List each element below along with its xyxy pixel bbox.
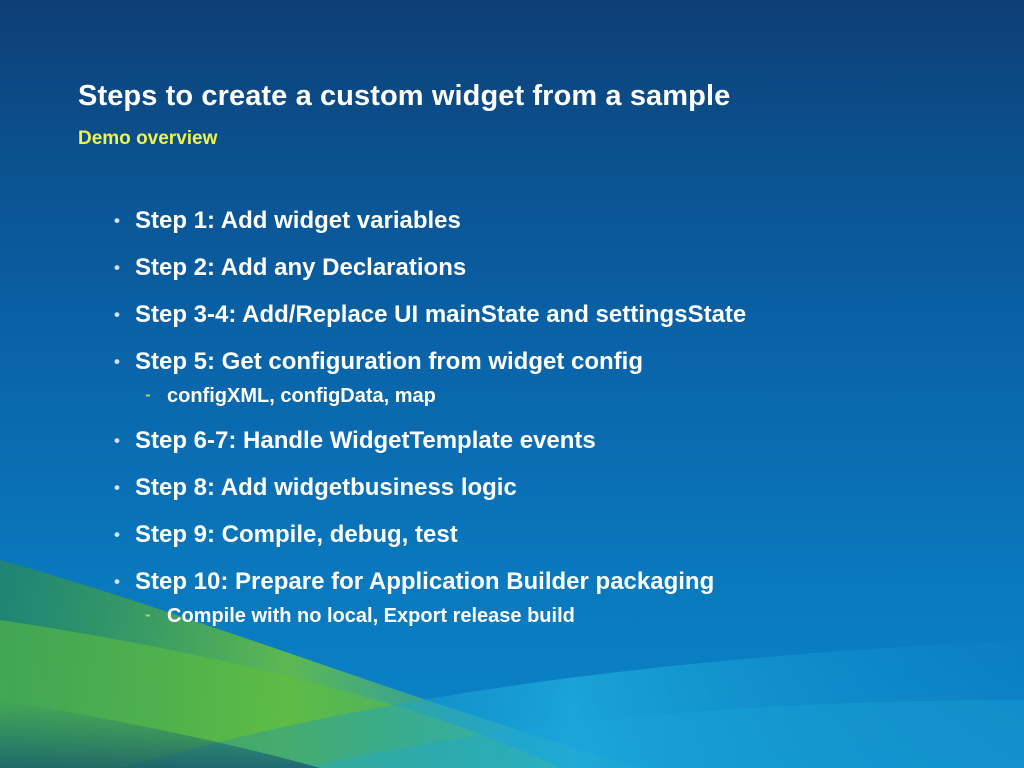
- bullet-text: Step 1: Add widget variables: [135, 207, 461, 234]
- bullet-item: • Step 9: Compile, debug, test: [112, 519, 992, 550]
- sub-bullet-dash-icon: -: [145, 605, 151, 624]
- bullet-text: Step 3-4: Add/Replace UI mainState and s…: [135, 301, 747, 328]
- bullet-dot-icon: •: [114, 431, 120, 450]
- bullet-item: • Step 5: Get configuration from widget …: [112, 346, 992, 377]
- bullet-dot-icon: •: [114, 572, 120, 591]
- bullet-dot-icon: •: [114, 305, 120, 324]
- bullet-dot-icon: •: [114, 258, 120, 277]
- bullet-item: • Step 8: Add widgetbusiness logic: [112, 472, 992, 503]
- bullet-dot-icon: •: [114, 525, 120, 544]
- bullet-list: • Step 1: Add widget variables • Step 2:…: [112, 205, 992, 645]
- sub-bullet-dash-icon: -: [145, 385, 151, 404]
- sub-bullet-text: configXML, configData, map: [167, 385, 436, 407]
- slide-subtitle: Demo overview: [78, 128, 218, 149]
- bullet-dot-icon: •: [114, 352, 120, 371]
- bullet-item: • Step 1: Add widget variables: [112, 205, 992, 236]
- sub-bullet-item: - configXML, configData, map: [112, 383, 992, 409]
- bullet-item: • Step 2: Add any Declarations: [112, 252, 992, 283]
- sub-bullet-text: Compile with no local, Export release bu…: [167, 605, 575, 627]
- bullet-item: • Step 10: Prepare for Application Build…: [112, 566, 992, 597]
- bullet-text: Step 2: Add any Declarations: [135, 254, 467, 281]
- bullet-text: Step 10: Prepare for Application Builder…: [135, 568, 715, 595]
- bullet-text: Step 9: Compile, debug, test: [135, 521, 458, 548]
- bullet-text: Step 5: Get configuration from widget co…: [135, 348, 643, 375]
- bullet-item: • Step 6-7: Handle WidgetTemplate events: [112, 425, 992, 456]
- bullet-text: Step 8: Add widgetbusiness logic: [135, 474, 517, 501]
- slide-title: Steps to create a custom widget from a s…: [78, 80, 731, 112]
- sub-bullet-item: - Compile with no local, Export release …: [112, 603, 992, 629]
- bullet-item: • Step 3-4: Add/Replace UI mainState and…: [112, 299, 992, 330]
- bullet-dot-icon: •: [114, 478, 120, 497]
- bullet-dot-icon: •: [114, 211, 120, 230]
- bullet-text: Step 6-7: Handle WidgetTemplate events: [135, 427, 596, 454]
